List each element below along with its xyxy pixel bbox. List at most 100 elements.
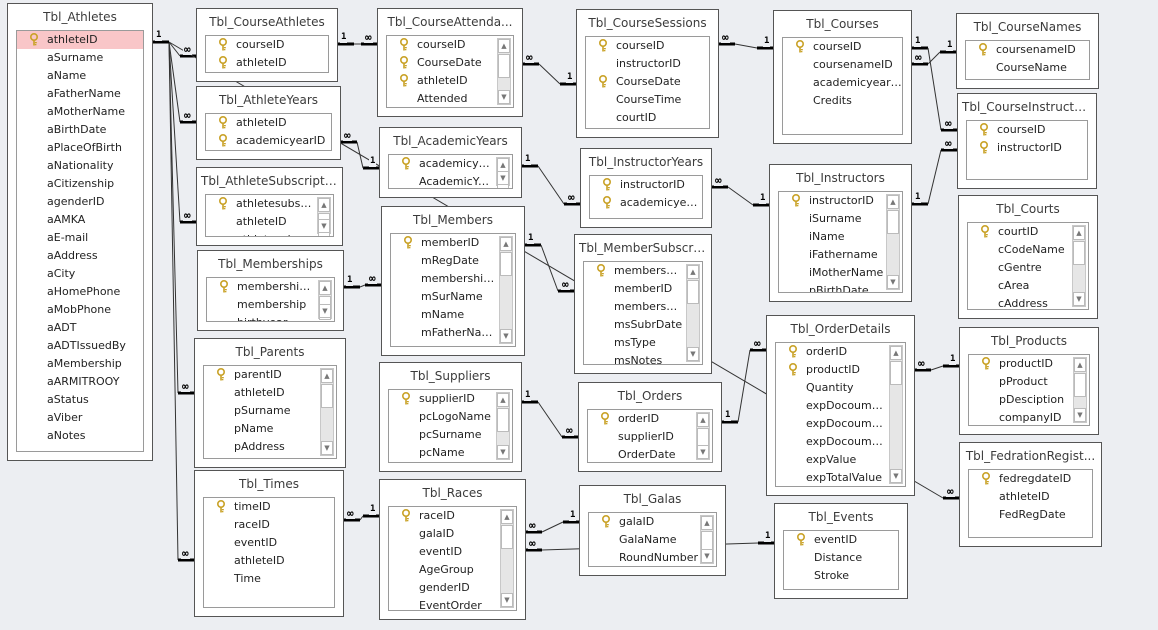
field[interactable]: aAddress [17,247,143,265]
field[interactable]: aNotes [17,427,143,445]
field[interactable]: iName [779,228,902,246]
table-title[interactable]: Tbl_AcademicYears [393,134,508,148]
field[interactable]: expDocoumentD [776,433,905,451]
field[interactable]: membersubscr [584,298,702,316]
field[interactable]: athleteID [206,213,333,231]
field[interactable]: agenderID [17,193,143,211]
field[interactable]: aNationality [17,157,143,175]
scroll-down-arrow-icon[interactable]: ▼ [687,347,699,361]
vertical-scrollbar[interactable]: ▲▼ [317,197,331,236]
primary-key-field[interactable]: athletesubscript [206,195,333,213]
table-title[interactable]: Tbl_Athletes [43,10,117,24]
scrollbar-thumb[interactable] [1073,241,1085,265]
primary-key-field[interactable]: orderID [776,343,905,361]
scroll-up-arrow-icon[interactable]: ▲ [697,413,709,427]
scroll-up-arrow-icon[interactable]: ▲ [498,39,510,53]
vertical-scrollbar[interactable]: ▲▼ [1073,357,1087,423]
scrollbar-thumb[interactable] [498,54,510,78]
primary-key-field[interactable]: courseID [586,37,709,55]
field[interactable]: GalaName [589,531,716,549]
scrollbar-thumb[interactable] [501,525,513,549]
field[interactable]: pName [204,420,336,438]
primary-key-field[interactable]: timeID [204,498,334,516]
scroll-up-arrow-icon[interactable]: ▲ [687,265,699,279]
vertical-scrollbar[interactable]: ▲▼ [686,264,700,362]
table-title[interactable]: Tbl_AthleteSubscripti... [201,174,340,188]
field[interactable]: eventID [204,534,334,552]
scrollbar-thumb[interactable] [1074,373,1086,397]
table-title[interactable]: Tbl_Memberships [218,257,323,271]
table-title[interactable]: Tbl_OrderDetails [790,322,891,336]
field[interactable]: aName [17,67,143,85]
field[interactable]: pProduct [969,373,1089,391]
field[interactable]: pcLogoName [389,408,512,426]
field[interactable]: coursenameID [783,56,902,74]
scroll-down-arrow-icon[interactable]: ▼ [500,329,512,343]
field[interactable]: pDesciption [969,391,1089,409]
table-title[interactable]: Tbl_FedrationRegist... [965,449,1096,463]
primary-key-field[interactable]: membershipID [207,278,334,296]
scrollbar-thumb[interactable] [497,408,509,432]
field[interactable]: msNotes [584,352,702,364]
primary-key-field[interactable]: instructorID [779,192,902,210]
primary-key-field[interactable]: parentID [204,366,336,384]
field[interactable]: cGentre [968,259,1088,277]
table-title[interactable]: Tbl_Parents [235,345,305,359]
primary-key-field[interactable]: courseID [387,36,513,54]
field[interactable]: cCodeName [968,241,1088,259]
field[interactable]: expTotalValue [776,469,905,486]
field[interactable]: Credits [783,92,902,110]
table-title[interactable]: Tbl_Galas [623,492,682,506]
field[interactable]: OrderDate [588,446,712,462]
field[interactable]: pBirthDate [779,282,902,292]
vertical-scrollbar[interactable]: ▲▼ [318,280,332,320]
table-title[interactable]: Tbl_Courts [996,202,1060,216]
primary-key-field[interactable]: instructorID [967,139,1087,157]
field[interactable]: pAddress [204,438,336,456]
primary-key-field[interactable]: galaID [589,513,716,531]
field[interactable]: Quantity [776,379,905,397]
field[interactable]: supplierID [588,428,712,446]
table-title[interactable]: Tbl_Courses [806,17,879,31]
scroll-up-arrow-icon[interactable]: ▲ [321,369,333,383]
field[interactable]: membership [207,296,334,314]
vertical-scrollbar[interactable]: ▲▼ [496,157,510,188]
field[interactable]: eventID [389,543,516,561]
field[interactable]: aCitizenship [17,175,143,193]
scroll-down-arrow-icon[interactable]: ▼ [890,469,902,483]
table-title[interactable]: Tbl_Orders [617,389,683,403]
field[interactable]: athleteID [204,552,334,570]
field[interactable]: cAddress [968,295,1088,309]
field[interactable]: pSurname [204,402,336,420]
scroll-down-arrow-icon[interactable]: ▼ [887,275,899,289]
field[interactable]: raceID [204,516,334,534]
field[interactable]: aFatherName [17,85,143,103]
scroll-down-arrow-icon[interactable]: ▼ [697,445,709,459]
field[interactable]: mRegDate [391,252,515,270]
primary-key-field[interactable]: supplierID [389,390,512,408]
scrollbar-thumb[interactable] [687,280,699,304]
primary-key-field[interactable]: eventID [784,531,898,549]
field[interactable]: Distance [784,549,898,567]
scroll-up-arrow-icon[interactable]: ▲ [319,281,331,295]
scroll-down-arrow-icon[interactable]: ▼ [1074,408,1086,422]
field[interactable]: mName [391,306,515,324]
primary-key-field[interactable]: memberID [391,234,515,252]
field[interactable]: pcName [389,444,512,462]
table-title[interactable]: Tbl_Events [808,510,874,524]
table-title[interactable]: Tbl_Products [990,334,1068,348]
table-title[interactable]: Tbl_CourseSessions [588,16,707,30]
field[interactable]: aAMKA [17,211,143,229]
field[interactable]: aViber [17,409,143,427]
table-title[interactable]: Tbl_Instructors [796,171,885,185]
